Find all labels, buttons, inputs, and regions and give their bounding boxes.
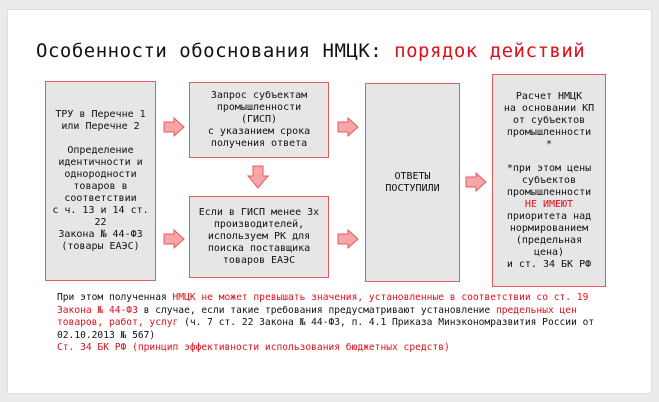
box-nmck-calculation: Расчет НМЦК на основании КП от субъектов… [492,74,606,287]
box-text: Запрос субъектам [210,90,308,101]
box-text: идентичности и [58,157,143,168]
box-text: Определение [67,145,134,156]
box-text: производителей, [213,219,305,230]
box-text: однородности [64,169,137,180]
box-text: с ч. 13 и 14 ст. 22 [52,205,149,228]
note-text: При этом полученная [57,292,173,303]
box-text: промышленности [506,186,592,198]
box-text: ПОСТУПИЛИ [385,182,440,194]
box-text: товаров ЕАЭС [222,255,296,266]
box-text: (предельная [515,234,583,246]
note-text: в случае, если такие требования предусма… [137,304,496,316]
title-main: Особенности обоснования НМЦК: [36,40,395,62]
note-text: (ч. 7 ст. 22 Закона № 44-ФЗ, п. 4.1 Прик… [57,317,595,341]
title-accent: порядок действий [394,40,586,62]
box-text: нормированием [509,222,589,234]
box-responses-received: ОТВЕТЫ ПОСТУПИЛИ [365,83,460,282]
box-text: приоритета над [506,210,592,222]
box-text: промышленности [506,126,592,138]
box-text: получения ответа [210,138,308,149]
arrow-right-icon [163,229,185,249]
box-text: поиска поставщика [207,243,311,254]
box-text: или Перечне 2 [61,121,140,132]
box-text: и ст. 34 БК РФ [506,258,592,270]
box-text: *при этом цены [506,162,592,174]
arrow-down-icon [247,165,269,189]
page-title: Особенности обоснования НМЦК: порядок де… [36,40,585,62]
box-text: Закона № 44-ФЗ [58,229,143,240]
box-text: товаров в [73,181,128,192]
box-text: Расчет НМЦК [515,90,583,102]
box-gisp-request: Запрос субъектам промышленности (ГИСП) с… [189,82,329,158]
arrow-right-icon [337,117,359,137]
box-text: от субъектов [512,114,586,126]
box-text: на основании КП [503,102,595,114]
box-text: Если в ГИСП менее 3х [198,207,320,218]
note-highlight: предельных цен товаров, работ, услуг [57,304,577,329]
budget-code-note: Ст. 34 БК РФ (принцип эффективности испо… [57,342,450,353]
box-text: субъектов [521,174,577,186]
box-text: * [545,138,553,150]
box-text: с указанием срока [207,126,311,137]
box-text-highlight: НЕ ИМЕЮТ [524,198,574,210]
price-limit-note: При этом полученная НМЦК не может превыш… [57,292,612,342]
arrow-right-icon [337,229,359,249]
note-highlight: НМЦК не может превышать значения, устано… [57,292,589,316]
box-text: используем РК для [207,231,311,242]
arrow-right-icon [163,117,185,137]
box-tru-list: ТРУ в Перечне 1 или Перечне 2 Определени… [45,81,156,281]
box-text: цена) [533,246,565,258]
box-text: ОТВЕТЫ [394,170,431,182]
box-text: (товары ЕАЭС) [61,241,140,252]
box-text: ТРУ в Перечне 1 [55,109,146,120]
box-text: (ГИСП) [240,114,278,125]
box-rk-search: Если в ГИСП менее 3х производителей, исп… [189,196,329,278]
box-text: соответствии [64,193,137,204]
arrow-right-icon [465,172,487,192]
box-text: промышленности [216,102,302,113]
